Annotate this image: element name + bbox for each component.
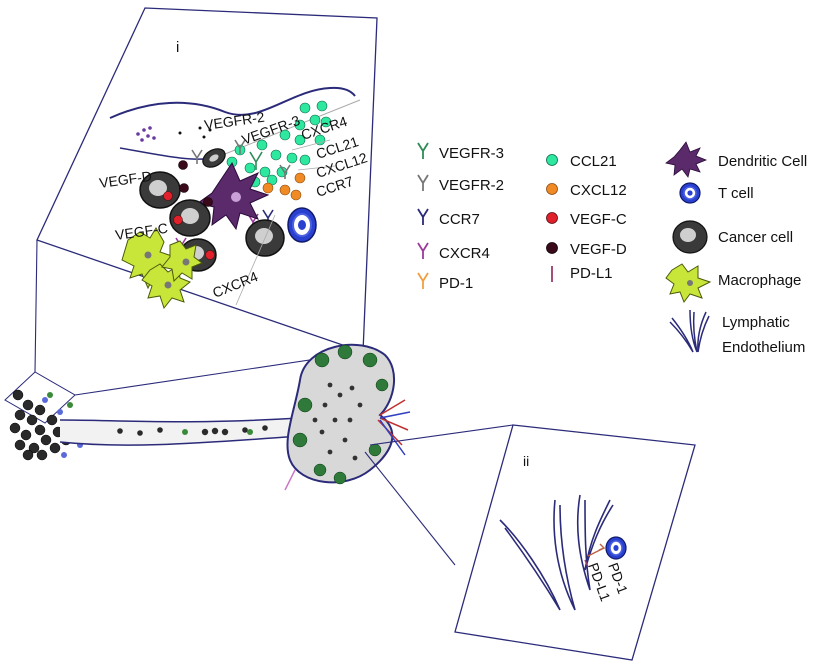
legend-cell-macrophage: Macrophage: [665, 263, 801, 304]
svg-text:VEGF-D: VEGF-D: [570, 241, 627, 258]
legend-cells: Dendritic Cell T cell Cancer cell: [665, 141, 807, 356]
legend-cell-tcell: T cell: [679, 182, 754, 204]
legend-receptor-vegfr2: VEGFR-2: [417, 174, 504, 194]
legend-factor-vegfc: VEGF-C: [546, 211, 627, 228]
lymph-node: [284, 343, 411, 491]
purple-dot-cluster: [136, 126, 156, 142]
vegfr2-receptor-icon: [417, 174, 429, 191]
label-vegfd: VEGF-D: [98, 168, 153, 191]
svg-text:VEGF-C: VEGF-C: [570, 211, 627, 228]
vegf-c-dot-icon: [546, 212, 558, 224]
ccr7-receptor-icon: [417, 208, 429, 225]
vegf-d-dot-icon: [546, 242, 558, 254]
svg-text:Macrophage: Macrophage: [718, 272, 801, 289]
svg-text:CXCL12: CXCL12: [570, 182, 627, 199]
label-vegfc: VEGF-C: [114, 220, 169, 243]
black-dots: [178, 126, 212, 139]
vegf-d-dots: [178, 160, 213, 207]
legend-factor-pdl1: PD-L1: [551, 265, 613, 282]
vegf-c-dots: [163, 191, 215, 260]
legend-factor-vegfd: VEGF-D: [546, 241, 627, 258]
legend-factor-cxcl12: CXCL12: [546, 182, 627, 199]
svg-text:Dendritic Cell: Dendritic Cell: [718, 153, 807, 170]
cancer-cell-icon: [672, 220, 708, 254]
svg-text:CCR7: CCR7: [439, 211, 480, 228]
lymphatic-label: Lymphatic: [722, 314, 790, 331]
inset-i: i: [36, 7, 378, 353]
legend-factor-ccl21: CCL21: [546, 153, 617, 170]
svg-text:VEGFR-2: VEGFR-2: [439, 177, 504, 194]
svg-text:CCL21: CCL21: [570, 153, 617, 170]
legend-cell-lymphatic: Lymphatic Endothelium: [669, 309, 805, 356]
legend-receptors: VEGFR-3 VEGFR-2 CCR7 CXCR4 PD-1: [417, 142, 504, 292]
legend-cell-dendritic: Dendritic Cell: [665, 141, 807, 178]
ccl21-dots: [222, 100, 332, 188]
zoom-lines-ii: [364, 424, 514, 566]
inset-i-label: i: [176, 39, 179, 56]
svg-text:PD-L1: PD-L1: [570, 265, 613, 282]
ccl21-dot-icon: [546, 154, 558, 166]
svg-text:VEGFR-3: VEGFR-3: [439, 145, 504, 162]
inset-ii: ii PD-1 PD-L1: [454, 424, 696, 661]
t-cell: [287, 207, 317, 243]
legend-cell-cancer: Cancer cell: [672, 220, 793, 254]
svg-text:PD-1: PD-1: [439, 275, 473, 292]
t-cell-icon: [679, 182, 701, 204]
macrophage-nuclei: [144, 251, 190, 289]
lymphatic-endothelium-icon: [669, 309, 710, 353]
legend-factors: CCL21 CXCL12 VEGF-C VEGF-D PD-L1: [546, 153, 627, 282]
legend-receptor-cxcr4: CXCR4: [417, 242, 490, 262]
legend: VEGFR-3 VEGFR-2 CCR7 CXCR4 PD-1: [417, 141, 807, 356]
dendritic-cell-icon: [665, 141, 708, 178]
inset-ii-lymphatic-endothelium: [499, 494, 614, 611]
legend-receptor-ccr7: CCR7: [417, 208, 480, 228]
lymphatic-vessel: [59, 417, 301, 446]
endothelium-label: Endothelium: [722, 339, 805, 356]
svg-text:Cancer cell: Cancer cell: [718, 229, 793, 246]
inset-ii-label: ii: [523, 453, 529, 469]
cxcr4-receptor-icon: [417, 242, 429, 259]
svg-text:T cell: T cell: [718, 185, 754, 202]
inset-ii-t-cell: [605, 536, 627, 560]
legend-receptor-vegfr3: VEGFR-3: [417, 142, 504, 162]
svg-text:CXCR4: CXCR4: [439, 245, 490, 262]
inset-i-leader-lines: [235, 139, 336, 306]
cxcl12-dot-icon: [546, 183, 558, 195]
primary-tumor: [4, 371, 88, 461]
legend-receptor-pd1: PD-1: [417, 272, 473, 292]
pd1-receptor-icon: [417, 272, 429, 289]
vegfr3-receptor-icon: [417, 142, 429, 159]
